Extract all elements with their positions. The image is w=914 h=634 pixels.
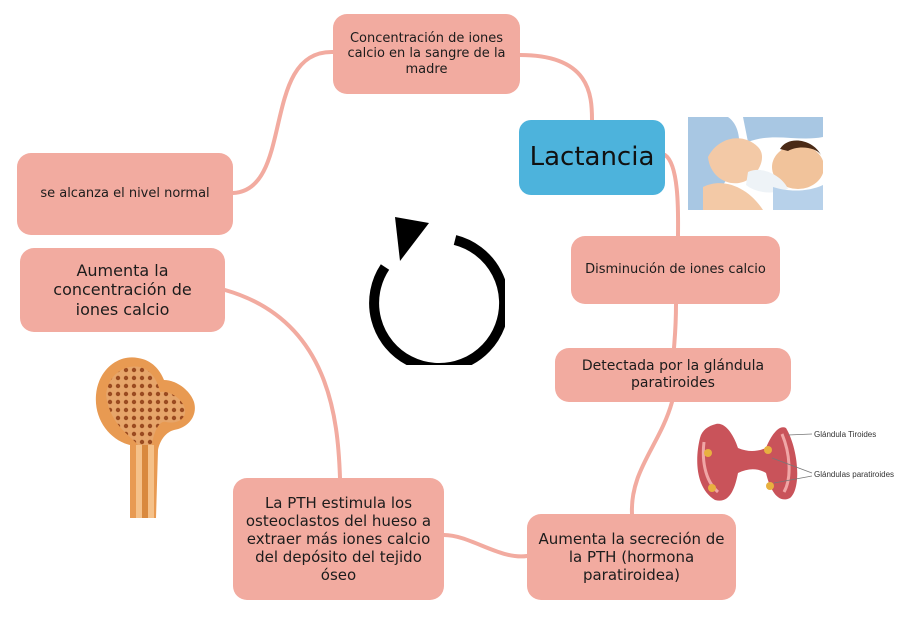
central-node-label: Lactancia [529,141,655,172]
connector-normal-to-mother [231,49,335,195]
node-raise-calcium: Aumenta la concentración de iones calcio [20,248,225,332]
node-detected-text: Detectada por la glándula paratiroides [581,358,765,391]
thyroid-illustration: Glándula Tiroides Glándulas paratiroides [697,423,894,501]
parathyroid-label: Glándulas paratiroides [814,470,894,479]
node-mother-calcium: Concentración de iones calcio en la sang… [333,14,520,94]
node-detected: Detectada por la glándula paratiroides [555,348,791,402]
node-normal-level: se alcanza el nivel normal [17,153,233,235]
connector-mother-to-lactancia [518,53,594,122]
node-mother-calcium-text: Concentración de iones calcio en la sang… [347,30,506,77]
node-pth-increase: Aumenta la secreción de la PTH (hormona … [527,514,736,600]
node-pth-stimulates-text: La PTH estimula los osteoclastos del hue… [245,494,432,584]
node-normal-level-text: se alcanza el nivel normal [40,186,210,202]
connector-lactancia-to-decrease [663,153,681,238]
node-decrease: Disminución de iones calcio [571,236,780,304]
node-pth-stimulates: La PTH estimula los osteoclastos del hue… [233,478,444,600]
node-pth-increase-text: Aumenta la secreción de la PTH (hormona … [538,530,725,584]
cycle-arrow-icon [369,217,505,365]
node-decrease-text: Disminución de iones calcio [585,262,766,278]
connector-stimulates-to-raise [223,288,342,480]
connector-detected-to-pth [629,400,674,516]
node-raise-calcium-text: Aumenta la concentración de iones calcio [53,261,192,319]
thyroid-label: Glándula Tiroides [814,430,876,439]
connector-decrease-to-detected [672,302,678,350]
breastfeeding-illustration [688,117,823,210]
central-node-lactancia: Lactancia [519,120,665,195]
bone-illustration [95,357,195,518]
connector-pth-to-stimulates [442,533,529,559]
